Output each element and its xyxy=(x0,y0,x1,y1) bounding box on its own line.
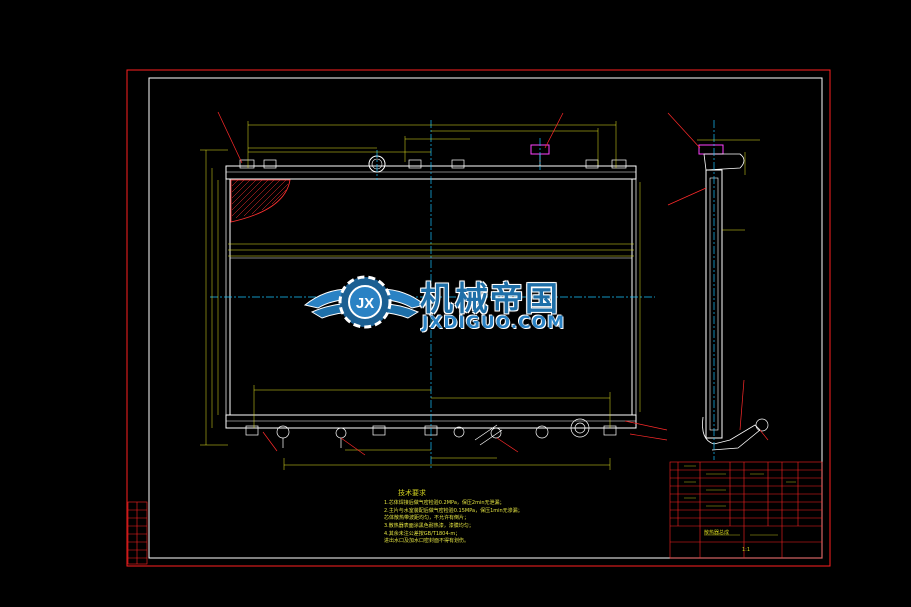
emblem-letters: JX xyxy=(356,295,374,312)
inner-sheet-border xyxy=(148,77,823,559)
outer-sheet-border xyxy=(126,69,831,567)
technical-note-line: 芯体散热带波距均匀，不允许有倒片； xyxy=(384,515,470,521)
title-block xyxy=(669,461,823,559)
watermark-emblem xyxy=(303,275,427,329)
technical-note-line: 3.散热器表面涂黑色耐热漆，漆膜均匀； xyxy=(384,523,474,529)
section-hatch xyxy=(230,179,291,223)
drawing-scale: 1:1 xyxy=(742,547,751,553)
side-filler-cap xyxy=(698,144,724,155)
leader-lines xyxy=(217,111,668,456)
binding-strip-table xyxy=(127,501,148,565)
watermark-website: JXDIGUO.COM xyxy=(422,313,566,333)
dimension-lines xyxy=(200,121,641,470)
technical-note-line: 2.主片与水室装配后做气密检验0.15MPa，保压1min无渗漏； xyxy=(384,508,523,514)
radiator-front-view xyxy=(200,111,668,470)
technical-notes-title: 技术要求 xyxy=(398,489,426,497)
drawing-name: 散热器总成 xyxy=(704,530,730,536)
technical-note-line: 4.其余未注公差按GB/T1804-m； xyxy=(384,531,461,537)
watermark-chinese-name: 机械帝国 xyxy=(420,279,560,318)
technical-note-line: 1.芯体焊接后做气密检验0.2MPa，保压2min无泄漏； xyxy=(384,500,505,506)
technical-note-line: 进出水口及加水口密封面不得有划伤。 xyxy=(384,538,470,544)
radiator-side-view xyxy=(667,112,769,460)
